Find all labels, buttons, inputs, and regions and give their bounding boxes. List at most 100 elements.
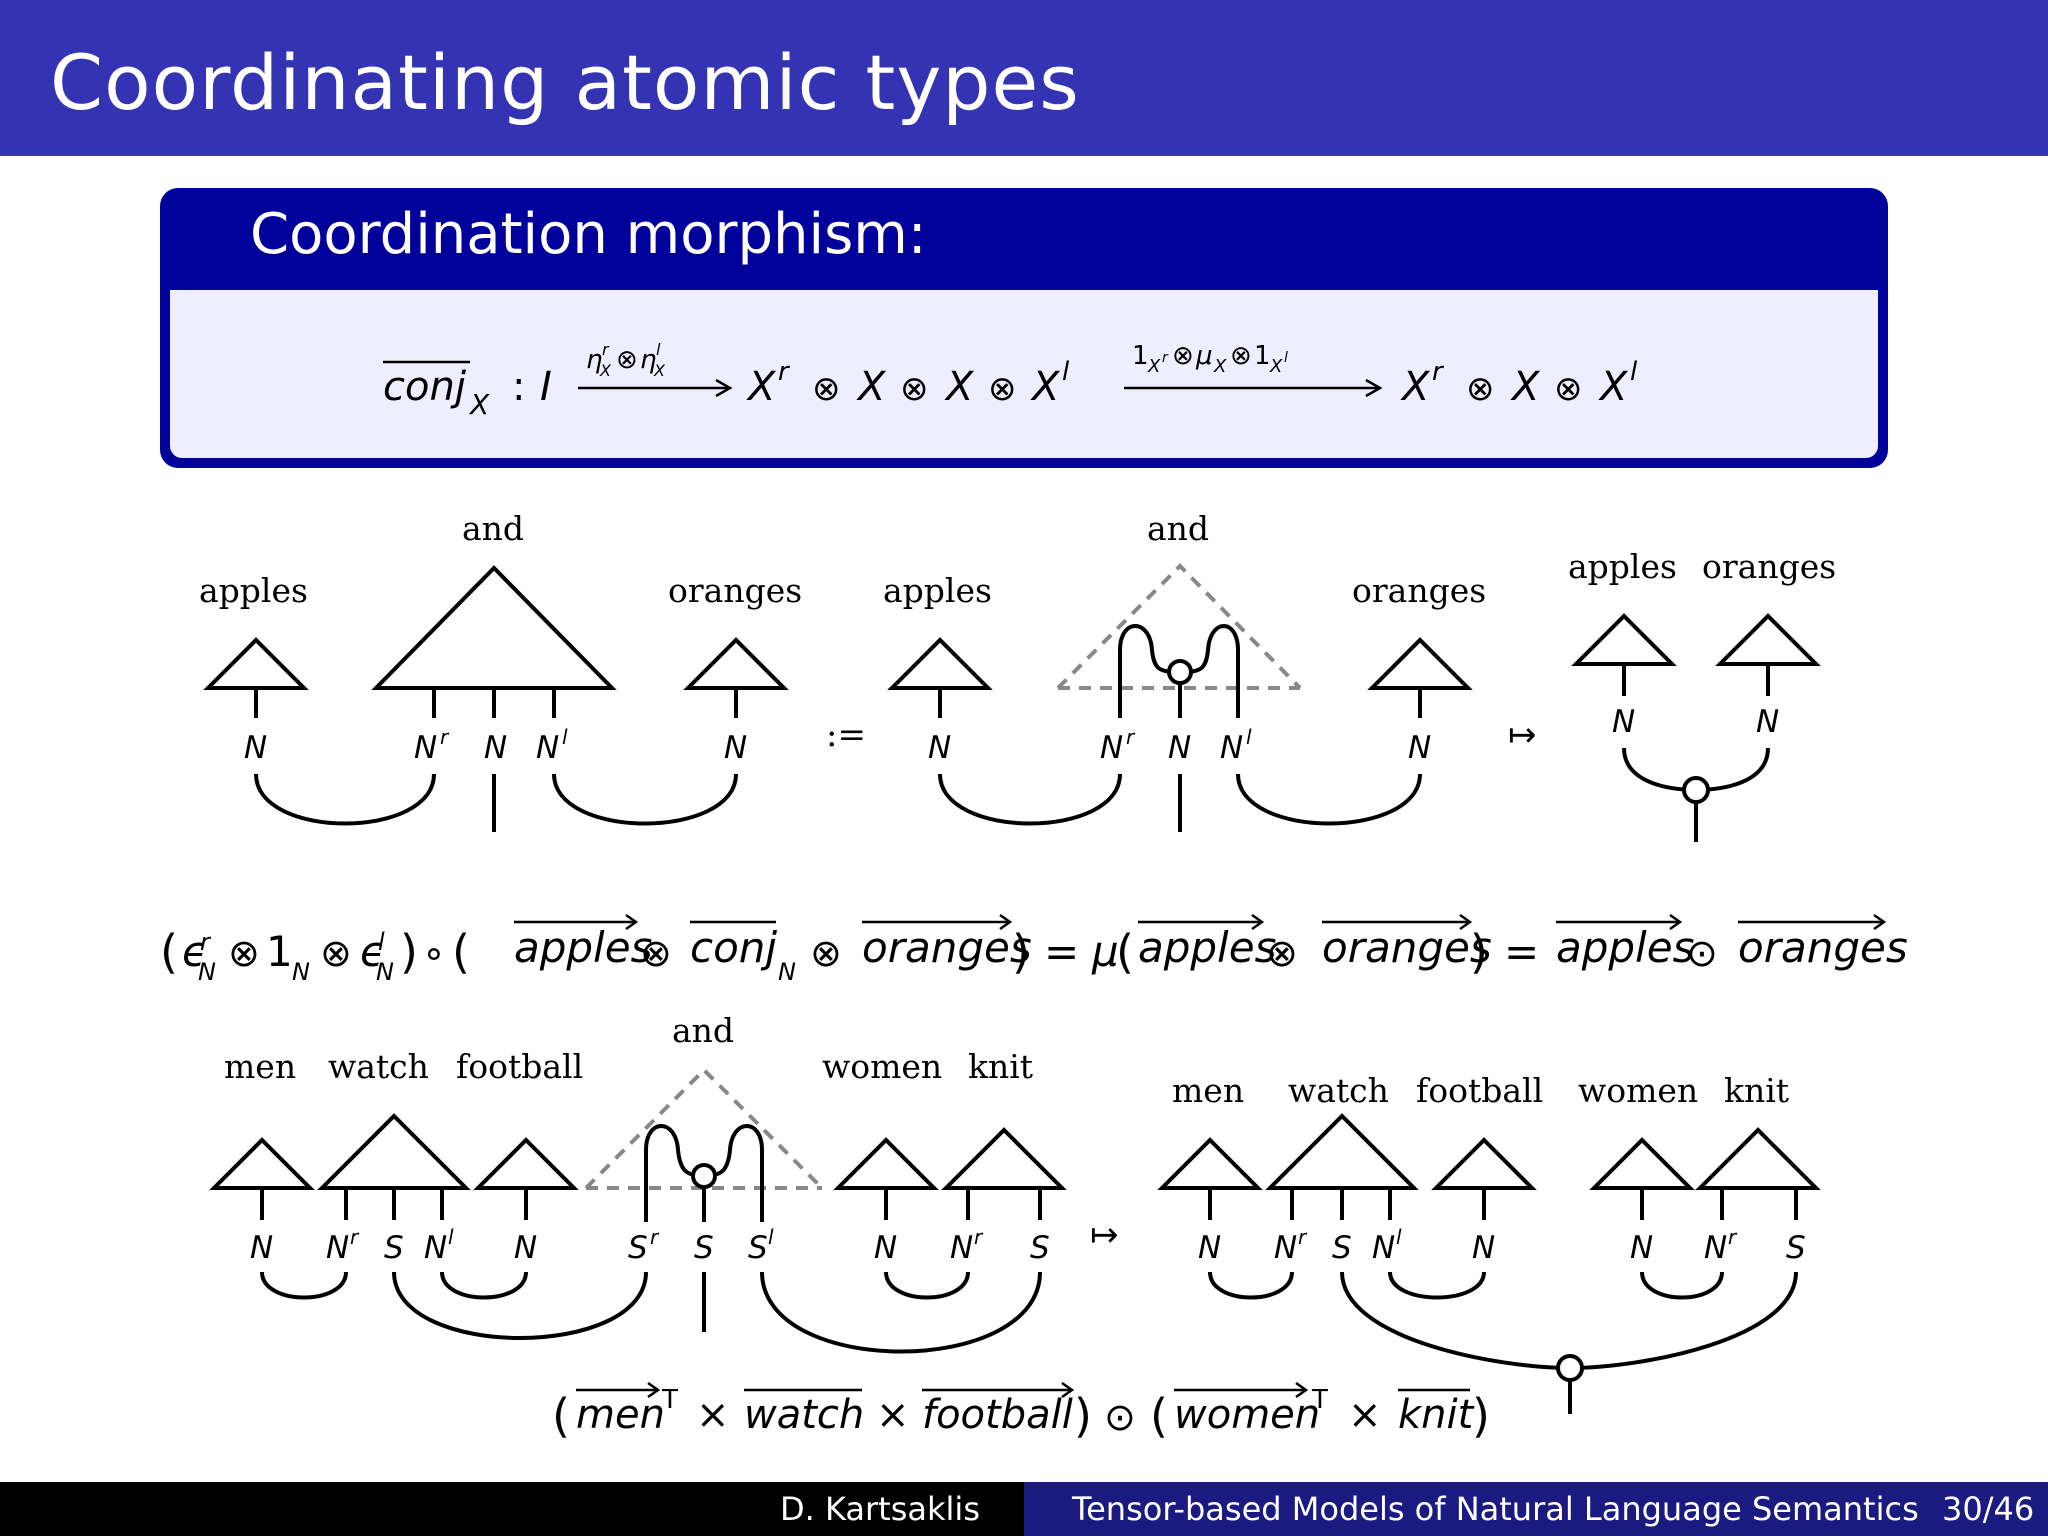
svg-text:⊗: ⊗ (640, 931, 672, 975)
svg-text:N: N (1372, 1230, 1395, 1266)
word-triangle (1715, 613, 1821, 666)
svg-text:l: l (1284, 350, 1288, 366)
svg-text:knit: knit (1724, 1071, 1789, 1110)
svg-text:N: N (1630, 1230, 1653, 1266)
svg-text:r: r (350, 1225, 360, 1249)
svg-text::=: := (826, 715, 866, 755)
svg-text:ϵ: ϵ (182, 927, 208, 976)
svg-text:women: women (1174, 1392, 1320, 1438)
svg-text:men: men (1172, 1071, 1244, 1110)
svg-text:and: and (672, 1011, 734, 1050)
formula-conj-sub: X (468, 388, 490, 421)
svg-text:N: N (874, 1230, 897, 1266)
svg-text:T: T (661, 1385, 678, 1415)
word-triangle (203, 637, 309, 690)
svg-text:N: N (198, 958, 216, 986)
svg-text:∘: ∘ (422, 931, 446, 975)
svg-text:N: N (724, 730, 747, 766)
svg-text:N: N (1612, 704, 1635, 740)
svg-text:knit: knit (968, 1047, 1033, 1086)
svg-text:X: X (856, 364, 887, 410)
svg-text:r: r (1728, 1225, 1738, 1249)
word-triangle (1695, 1127, 1821, 1190)
svg-text:1: 1 (266, 927, 293, 976)
svg-text:(: ( (552, 1389, 570, 1443)
svg-text:⊗: ⊗ (1172, 341, 1194, 371)
coordination-formula: conj X : I η r X ⊗ η l X X r ⊗ X ⊗ X ⊗ X… (383, 340, 1638, 421)
svg-text:S: S (1030, 1230, 1050, 1266)
svg-text:⊗: ⊗ (228, 931, 260, 975)
svg-text:l: l (768, 1225, 774, 1249)
svg-text:1: 1 (1254, 341, 1271, 371)
equation-men-women: ( men T × watch × football ) ⊙ ( women T… (552, 1381, 1490, 1443)
svg-text:N: N (778, 958, 796, 986)
svg-text:⊗: ⊗ (810, 931, 842, 975)
svg-text:N: N (1274, 1230, 1297, 1266)
svg-text:X: X (1510, 364, 1541, 410)
svg-text:⊗: ⊗ (900, 369, 929, 409)
word-triangle (1589, 1137, 1695, 1190)
svg-text:⊗: ⊗ (1266, 931, 1298, 975)
svg-text:): ) (1074, 1389, 1092, 1443)
svg-text:↦: ↦ (1508, 715, 1537, 755)
svg-text:X: X (653, 361, 666, 380)
svg-text:ϵ: ϵ (360, 927, 386, 976)
svg-text:⊙: ⊙ (1104, 1395, 1136, 1439)
svg-text:⊗: ⊗ (1230, 341, 1252, 371)
svg-text:N: N (414, 730, 437, 766)
svg-text:X: X (599, 361, 612, 380)
formula-colon: : (512, 364, 525, 410)
svg-text:apples: apples (1556, 923, 1694, 972)
svg-text:): ) (1470, 925, 1488, 979)
svg-text:watch: watch (1288, 1071, 1389, 1110)
svg-text:S: S (384, 1230, 404, 1266)
svg-text:↦: ↦ (1090, 1215, 1119, 1255)
svg-text:N: N (950, 1230, 973, 1266)
svg-text:r: r (1162, 350, 1169, 366)
svg-text:X: X (746, 364, 777, 410)
formula-unit: I (540, 364, 552, 410)
title-bar (0, 0, 2048, 156)
svg-text:watch: watch (328, 1047, 429, 1086)
diagram-apples-and-oranges: apples and oranges apples and oranges ap… (199, 509, 1836, 842)
word-triangle (887, 637, 993, 690)
svg-text:N: N (484, 730, 507, 766)
svg-text:⊗: ⊗ (812, 369, 841, 409)
svg-text:oranges: oranges (1322, 923, 1492, 972)
word-triangle (1157, 1137, 1263, 1190)
svg-text:N: N (1168, 730, 1191, 766)
word-triangle (1571, 613, 1677, 666)
svg-text:football: football (1416, 1071, 1543, 1110)
svg-text:X: X (1213, 356, 1227, 377)
svg-text:N: N (326, 1230, 349, 1266)
svg-text:μ: μ (1195, 341, 1213, 371)
svg-text:women: women (1578, 1071, 1698, 1110)
definition-block-title: Coordination morphism: (250, 202, 927, 267)
svg-text:N: N (1756, 704, 1779, 740)
svg-text:r: r (1298, 1225, 1308, 1249)
arrow1-eta-r: η (586, 345, 602, 375)
footer-title-bar (1024, 1482, 2048, 1536)
svg-text:l: l (1246, 725, 1252, 749)
svg-text:X: X (1269, 356, 1283, 377)
word-triangle (371, 565, 617, 690)
svg-text:men: men (576, 1392, 665, 1438)
svg-text:X: X (1598, 364, 1629, 410)
svg-text:N: N (536, 730, 559, 766)
svg-text:⊗: ⊗ (988, 369, 1017, 409)
svg-text:football: football (922, 1392, 1073, 1438)
svg-text:knit: knit (1398, 1392, 1475, 1438)
svg-text:=: = (1044, 927, 1079, 976)
equation-apples-oranges: ( ϵ r N ⊗ 1 N ⊗ ϵ l N ) ∘ ( apples ⊗ con… (160, 913, 1908, 986)
svg-text:×: × (1348, 1392, 1382, 1438)
svg-text:T: T (1311, 1385, 1328, 1415)
svg-text:μ: μ (1091, 927, 1119, 976)
svg-text:l: l (378, 928, 385, 956)
svg-text:S: S (748, 1230, 768, 1266)
svg-text:(: ( (452, 925, 470, 979)
svg-text:): ) (1012, 925, 1030, 979)
footer-talk-title: Tensor-based Models of Natural Language … (1072, 1490, 1919, 1528)
svg-text:⊗: ⊗ (1554, 369, 1583, 409)
svg-text:r: r (974, 1225, 984, 1249)
svg-text:l: l (656, 340, 661, 359)
